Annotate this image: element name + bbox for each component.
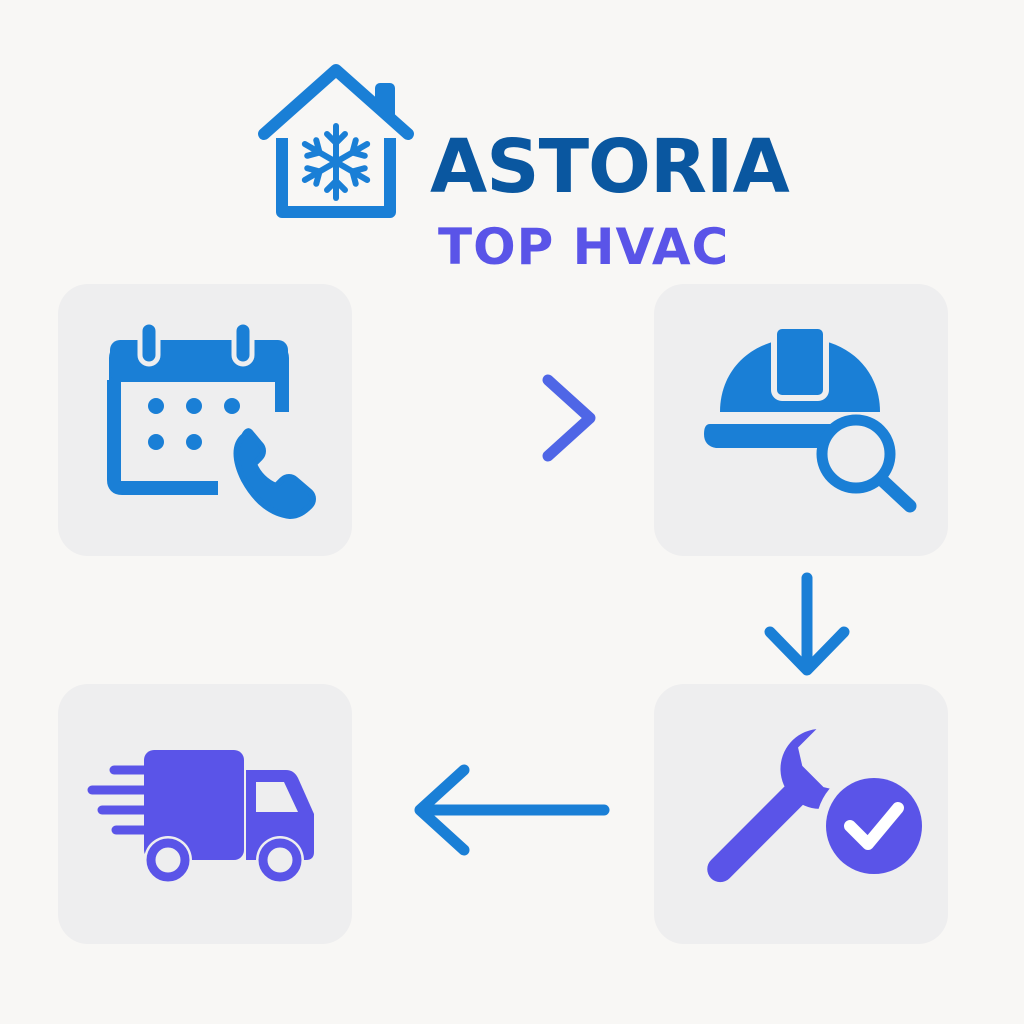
hard-hat-search-icon — [704, 323, 917, 513]
arrow-left — [408, 762, 612, 862]
brand-name: ASTORIA — [430, 124, 790, 210]
calendar-phone-icon — [107, 319, 316, 519]
step-deliver-tile — [58, 684, 352, 944]
wrench-check-icon — [707, 726, 932, 884]
house-snowflake-icon — [258, 64, 414, 218]
arrow-down — [762, 570, 852, 680]
step-inspect-tile — [654, 284, 948, 556]
brand-subtitle: TOP HVAC — [438, 218, 730, 276]
step-repair-tile — [654, 684, 948, 944]
brand-logo: ASTORIA TOP HVAC — [258, 62, 798, 272]
delivery-truck-icon — [87, 750, 314, 884]
step-schedule-tile — [58, 284, 352, 556]
arrow-right — [402, 372, 602, 468]
